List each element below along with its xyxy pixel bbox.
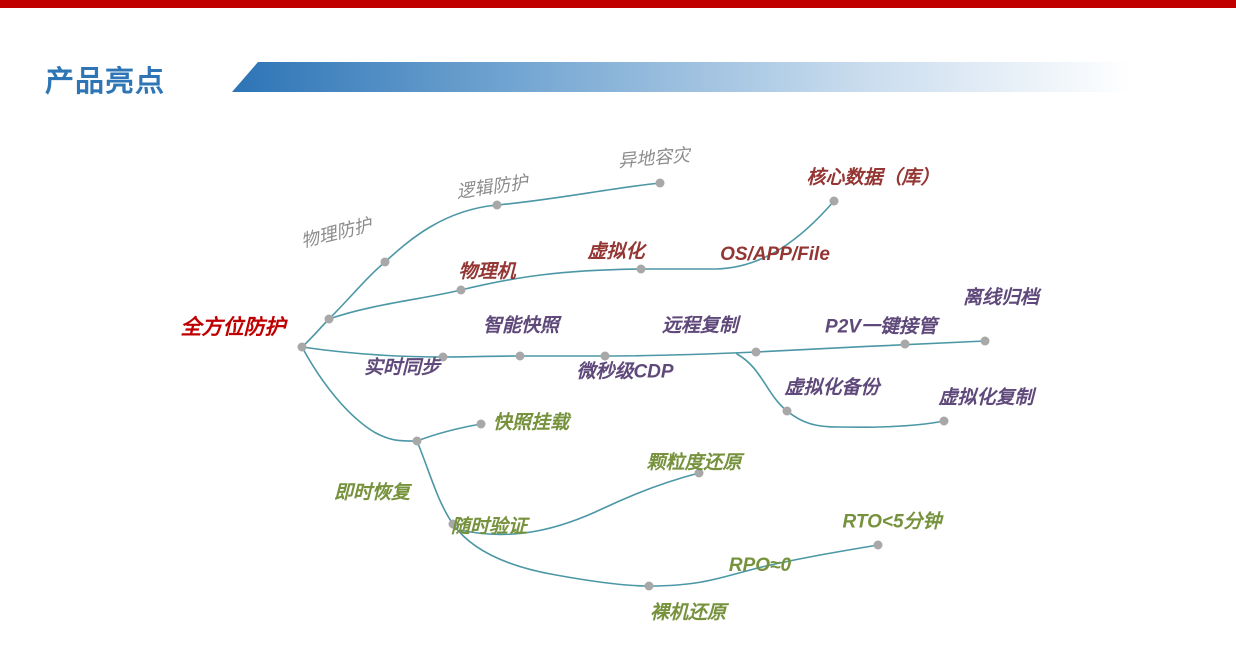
node-virtualization: 虚拟化 <box>587 241 645 263</box>
node-remote-replication: 远程复制 <box>661 315 739 337</box>
node-os-app-file: OS/APP/File <box>720 244 830 265</box>
node-realtime-sync: 实时同步 <box>363 357 441 379</box>
node-smart-snapshot: 智能快照 <box>482 315 560 337</box>
node-physical-machine: 物理机 <box>458 261 516 283</box>
branch-olive-down <box>301 346 418 442</box>
branch-purple-virtualization <box>736 353 945 429</box>
node-instant-recovery: 即时恢复 <box>333 482 411 504</box>
branch-olive-granular <box>459 472 700 536</box>
node-microsecond-cdp: 微秒级CDP <box>576 361 674 383</box>
node-root-all-round-protection: 全方位防护 <box>180 316 286 339</box>
node-anytime-verification: 随时验证 <box>450 516 528 538</box>
top-red-bar <box>0 0 1236 8</box>
branch-darkred-objects <box>328 200 835 320</box>
branch-olive-snapshot-mount <box>416 423 482 442</box>
node-bare-metal-restore: 裸机还原 <box>649 602 727 624</box>
node-dots <box>297 178 990 591</box>
page-title: 产品亮点 <box>45 66 166 98</box>
node-core-database: 核心数据（库） <box>806 167 940 189</box>
node-rto: RTO<5分钟 <box>842 511 942 533</box>
node-p2v-takeover: P2V一键接管 <box>825 316 937 338</box>
node-rpo: RPO≈0 <box>728 555 792 576</box>
node-virtualization-replication: 虚拟化复制 <box>938 387 1034 409</box>
node-granular-restore: 颗粒度还原 <box>646 452 742 474</box>
node-virtualization-backup: 虚拟化备份 <box>784 377 880 399</box>
node-snapshot-mount: 快照挂载 <box>492 412 570 434</box>
node-offline-archive: 离线归档 <box>962 287 1040 309</box>
title-ribbon <box>232 62 1132 92</box>
branch-purple-main <box>301 340 986 358</box>
